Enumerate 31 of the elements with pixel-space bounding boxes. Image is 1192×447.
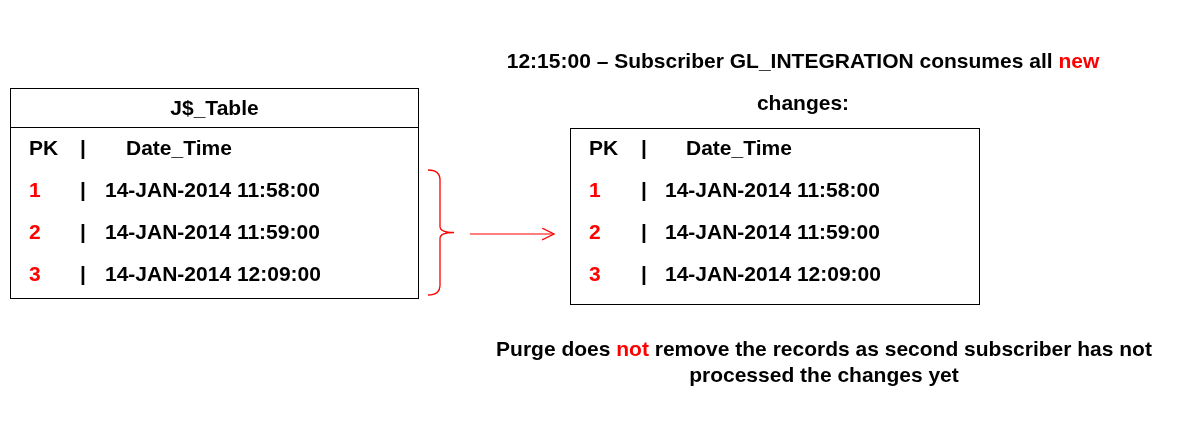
- date-time-value: 14-JAN-2014 11:59:00: [105, 220, 320, 244]
- column-separator: |: [641, 220, 647, 244]
- row-key: 1: [29, 178, 41, 202]
- column-header: Date_Time: [686, 136, 792, 160]
- row-key: 1: [589, 178, 601, 202]
- table-title: J$_Table: [170, 96, 259, 120]
- date-time-value: 14-JAN-2014 12:09:00: [105, 262, 321, 286]
- curly-bracket: [426, 168, 456, 297]
- row-key: 3: [589, 262, 601, 286]
- arrow: [469, 227, 555, 241]
- date-time-value: 14-JAN-2014 11:58:00: [105, 178, 320, 202]
- column-separator: |: [80, 220, 86, 244]
- column-separator: |: [641, 178, 647, 202]
- column-header: Date_Time: [126, 136, 232, 160]
- column-separator: |: [80, 262, 86, 286]
- column-header: |: [80, 136, 86, 160]
- row-key: 3: [29, 262, 41, 286]
- date-time-value: 14-JAN-2014 11:58:00: [665, 178, 880, 202]
- column-separator: |: [80, 178, 86, 202]
- note-text: Purge does not remove the records as second subscriber has not processed the changes yet: [495, 336, 1153, 388]
- date-time-value: 14-JAN-2014 11:59:00: [665, 220, 880, 244]
- table-box: [10, 88, 419, 299]
- row-key: 2: [29, 220, 41, 244]
- table-box: [570, 128, 980, 305]
- column-header: PK: [29, 136, 59, 160]
- column-separator: |: [641, 262, 647, 286]
- row-key: 2: [589, 220, 601, 244]
- note-text: 12:15:00 – Subscriber GL_INTEGRATION consumes all new changes:: [505, 48, 1101, 116]
- date-time-value: 14-JAN-2014 12:09:00: [665, 262, 881, 286]
- column-header: PK: [589, 136, 619, 160]
- column-header: |: [641, 136, 647, 160]
